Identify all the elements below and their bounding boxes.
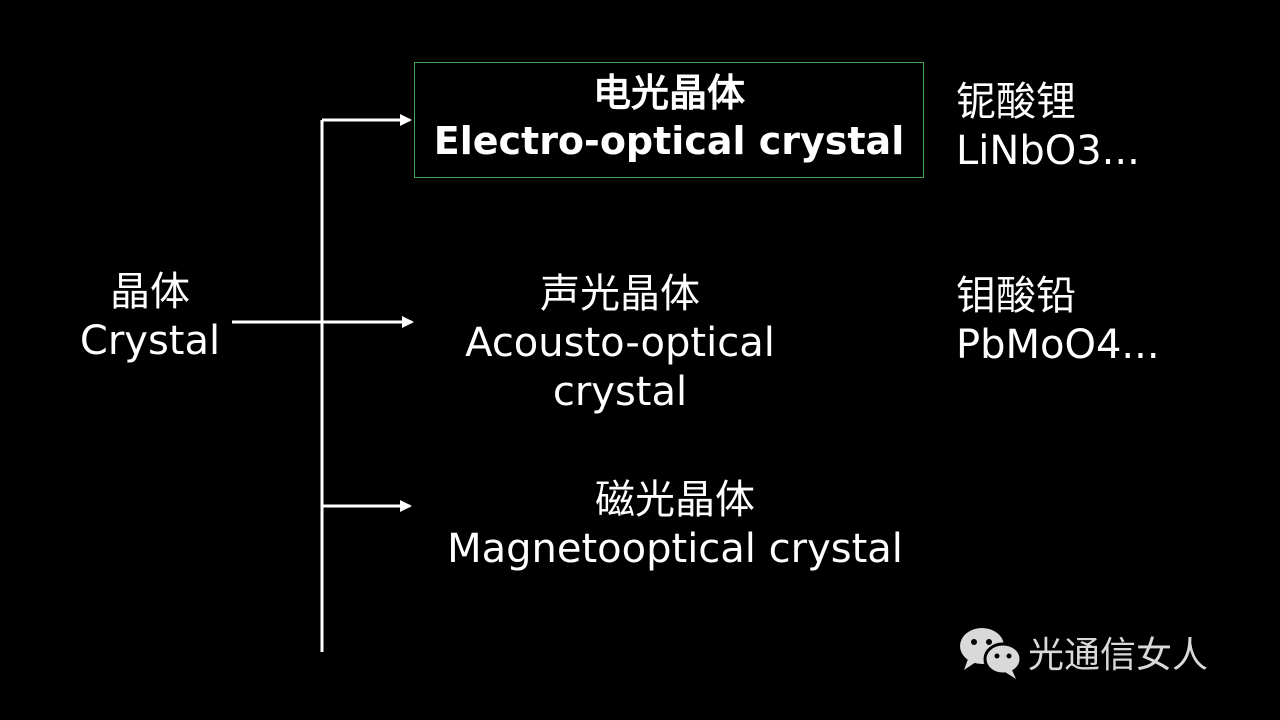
- electro-optical-highlight-box: [414, 62, 924, 178]
- watermark-text: 光通信女人: [1028, 635, 1209, 676]
- root-label-zh: 晶体: [110, 269, 190, 315]
- watermark: 光通信女人: [958, 622, 1208, 682]
- magneto-optical-label-en: Magnetooptical crystal: [447, 525, 903, 572]
- acousto-optical-label-en-line2: crystal: [552, 368, 688, 415]
- example-electro-optical-zh: 铌酸锂: [956, 79, 1076, 125]
- example-electro-optical-en: LiNbO3...: [956, 127, 1140, 174]
- root-label-en: Crystal: [79, 317, 221, 364]
- example-acousto-optical: 钼酸铅 PbMoO4...: [956, 272, 1160, 370]
- root-node-crystal: 晶体 Crystal: [60, 268, 240, 366]
- branch-node-electro-optical: 电光晶体 Electro-optical crystal: [414, 70, 924, 165]
- acousto-optical-label-zh: 声光晶体: [540, 271, 700, 317]
- branch-node-acousto-optical: 声光晶体 Acousto-optical crystal: [420, 270, 820, 416]
- wechat-icon: [960, 628, 1023, 679]
- branch-node-magneto-optical: 磁光晶体 Magnetooptical crystal: [420, 476, 930, 574]
- example-acousto-optical-zh: 钼酸铅: [956, 273, 1076, 319]
- electro-optical-label-en: Electro-optical crystal: [433, 118, 905, 163]
- electro-optical-label-zh: 电光晶体: [592, 71, 745, 115]
- magneto-optical-label-zh: 磁光晶体: [595, 477, 755, 523]
- example-electro-optical: 铌酸锂 LiNbO3...: [956, 78, 1140, 176]
- acousto-optical-label-en-line1: Acousto-optical: [465, 319, 775, 366]
- example-acousto-optical-en: PbMoO4...: [956, 321, 1160, 368]
